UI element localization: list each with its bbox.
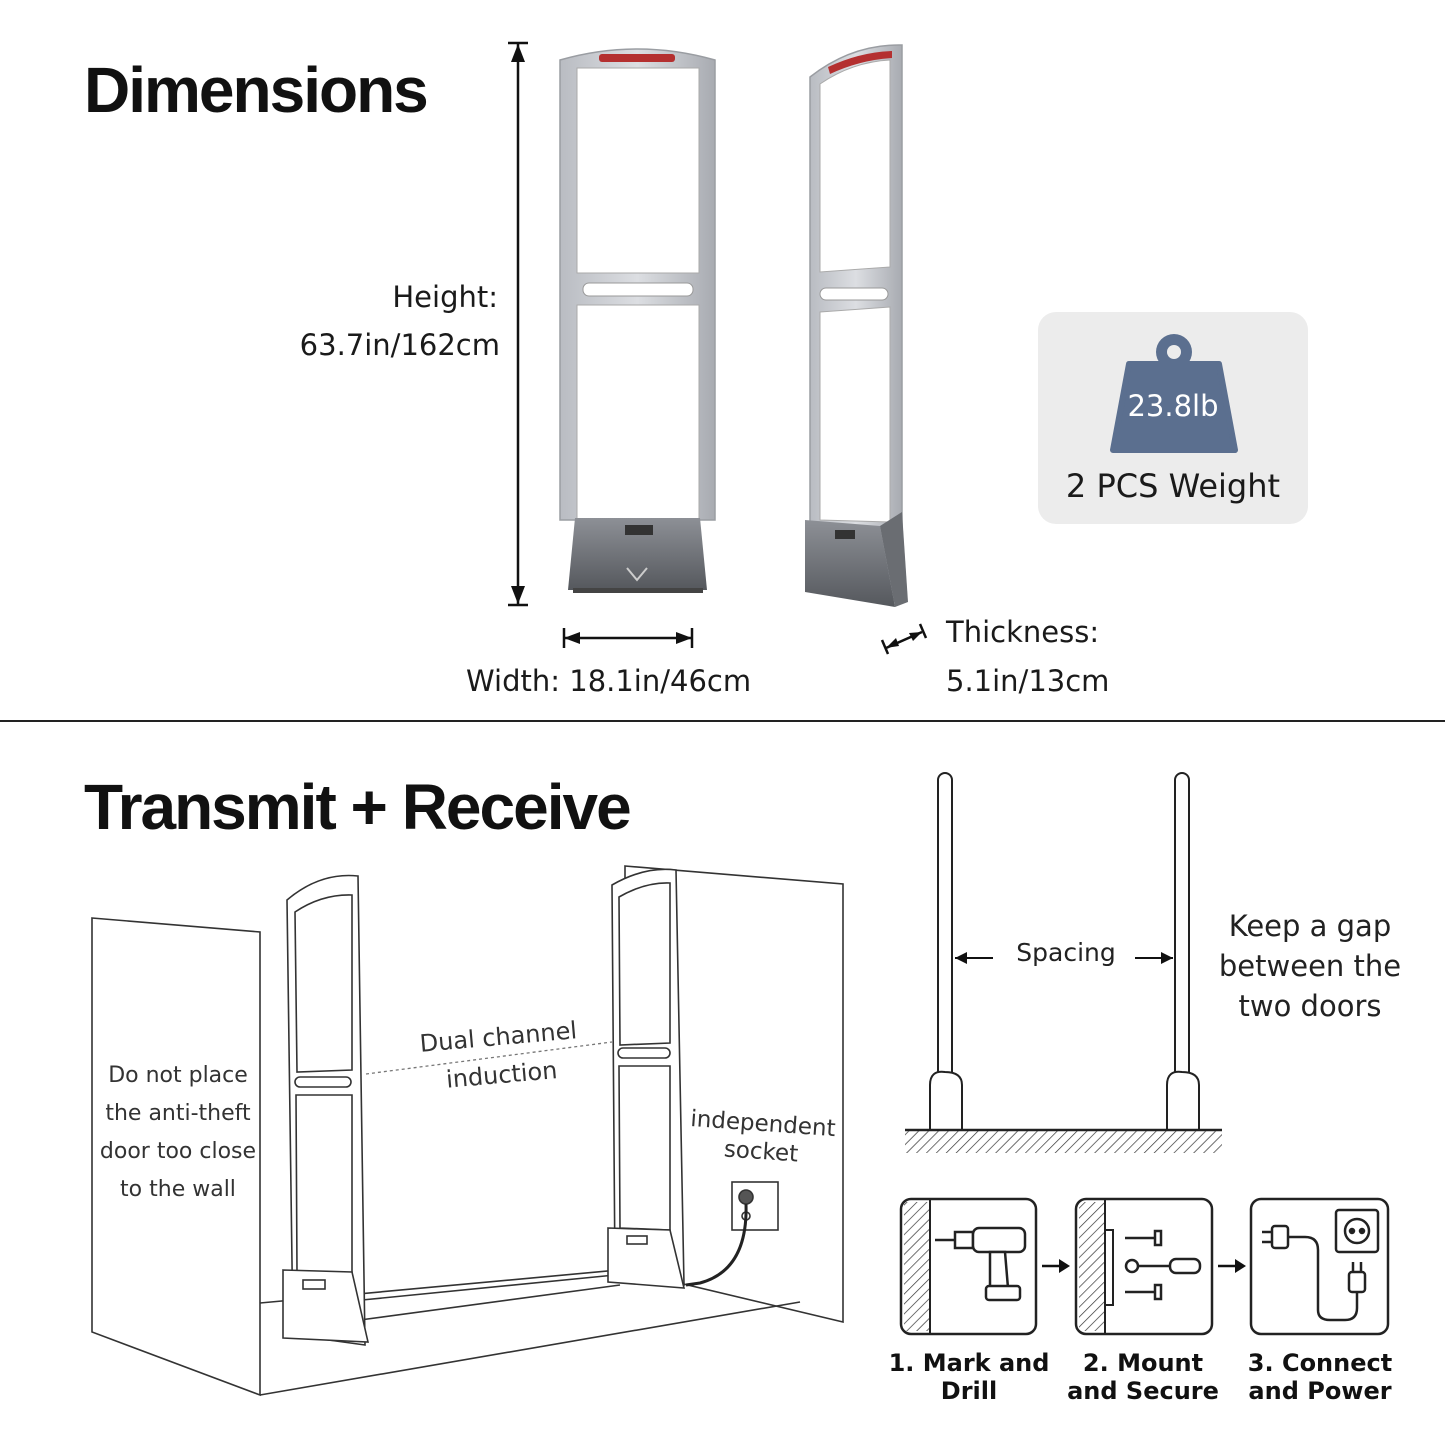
plug-icon [1262, 1208, 1380, 1322]
step-1-box [899, 1197, 1038, 1336]
height-arrow [508, 41, 528, 607]
step-2-caption: 2. Mount and Secure [1067, 1349, 1219, 1405]
spacing-label: Spacing [1016, 938, 1116, 967]
thickness-label: Thickness: [946, 615, 1100, 649]
dimensions-title: Dimensions [84, 54, 429, 126]
transmit-title: Transmit + Receive [84, 771, 632, 843]
gap-note: Keep a gap between the two doors [1218, 909, 1402, 1023]
weight-card: 23.8lb 2 PCS Weight [1038, 312, 1308, 524]
wall-note: Do not place the anti-theft door too clo… [99, 1063, 257, 1202]
height-value: 63.7in/162cm [299, 328, 500, 362]
weight-value: 23.8lb [1127, 389, 1219, 423]
weight-caption: 2 PCS Weight [1065, 467, 1281, 505]
step-1-caption: 1. Mark and Drill [888, 1349, 1050, 1405]
height-label: Height: [392, 280, 498, 314]
thickness-value: 5.1in/13cm [946, 664, 1110, 698]
weight-kettlebell-icon [1110, 334, 1238, 453]
step-3-caption: 3. Connect and Power [1247, 1349, 1393, 1405]
thickness-arrow [880, 623, 928, 655]
width-label: Width: 18.1in/46cm [466, 664, 752, 698]
drill-icon [935, 1226, 1027, 1302]
gate-side-image [805, 44, 908, 607]
section-divider [0, 720, 1445, 722]
screws-icon [1124, 1229, 1202, 1301]
gate-front-image [559, 48, 716, 593]
width-arrow [562, 628, 694, 648]
